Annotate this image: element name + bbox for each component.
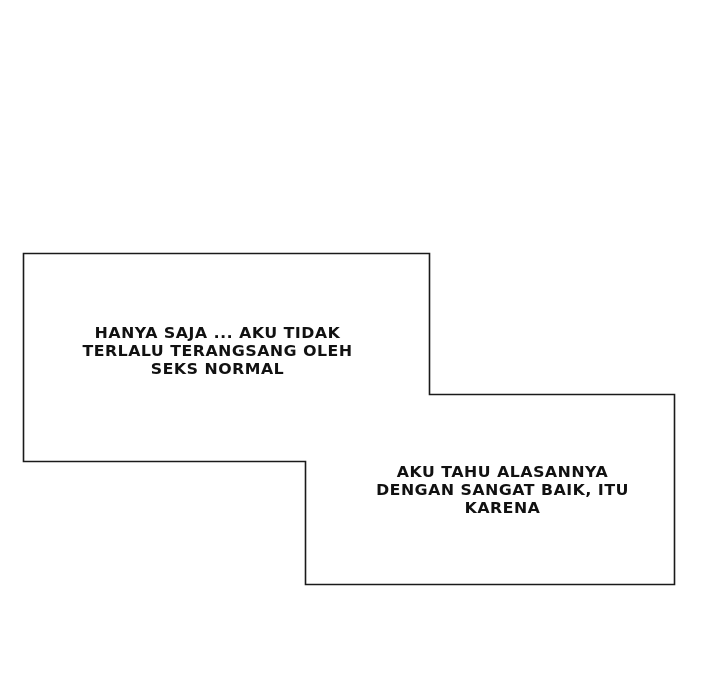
caption-line: SEKS NORMAL: [150, 360, 285, 378]
caption-line: TERLALU TERANGSANG OLEH: [82, 342, 353, 360]
caption-line: KARENA: [464, 499, 541, 517]
narration-box-1: HANYA SAJA ... AKU TIDAK TERLALU TERANGS…: [47, 324, 388, 378]
narration-box-2: AKU TAHU ALASANNYA DENGAN SANGAT BAIK, I…: [342, 463, 662, 517]
panel-outline: [22, 252, 676, 586]
caption-line: AKU TAHU ALASANNYA: [396, 463, 609, 481]
caption-line: DENGAN SANGAT BAIK, ITU: [376, 481, 629, 499]
caption-line: HANYA SAJA ... AKU TIDAK: [94, 324, 341, 342]
